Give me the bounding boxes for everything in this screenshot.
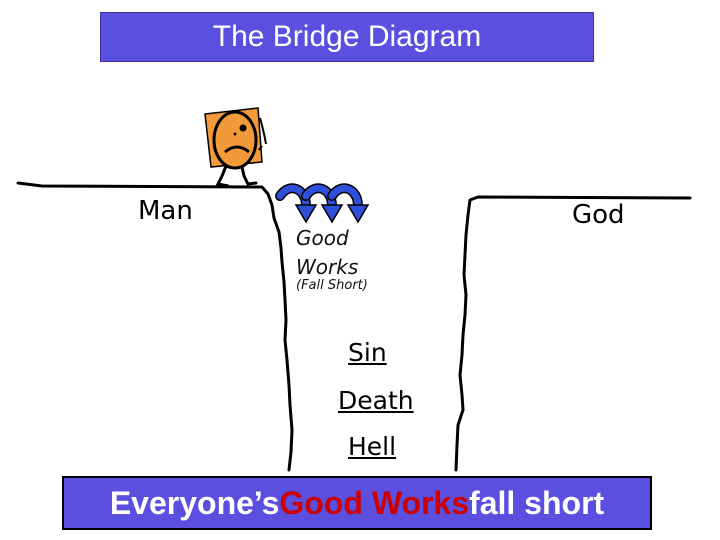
left-cliff [16, 181, 294, 472]
sin-label: Sin [348, 338, 387, 367]
worried-man-icon [204, 107, 267, 188]
right-cliff [454, 195, 692, 472]
footer-text-part2: fall short [469, 484, 605, 521]
man-label: Man [138, 196, 193, 226]
footer-banner: Everyone’s Good Works fall short [62, 476, 652, 530]
page-title: The Bridge Diagram [212, 20, 482, 53]
footer-highlight: Good Works [279, 484, 470, 521]
title-banner: The Bridge Diagram [100, 12, 594, 62]
fall-short-label: (Fall Short) [296, 278, 368, 293]
curved-arrow-icon-2 [301, 183, 344, 224]
hell-label: Hell [348, 432, 397, 461]
footer-text-part1: Everyone’s [109, 484, 280, 521]
death-label: Death [338, 386, 414, 415]
god-label: God [572, 200, 625, 230]
curved-arrow-icon-1 [275, 183, 318, 224]
good-works-line2: Works [296, 255, 359, 279]
good-works-label: Good Works [296, 224, 358, 282]
curved-arrow-icon-3 [327, 183, 370, 224]
good-works-line1: Good [296, 226, 349, 250]
